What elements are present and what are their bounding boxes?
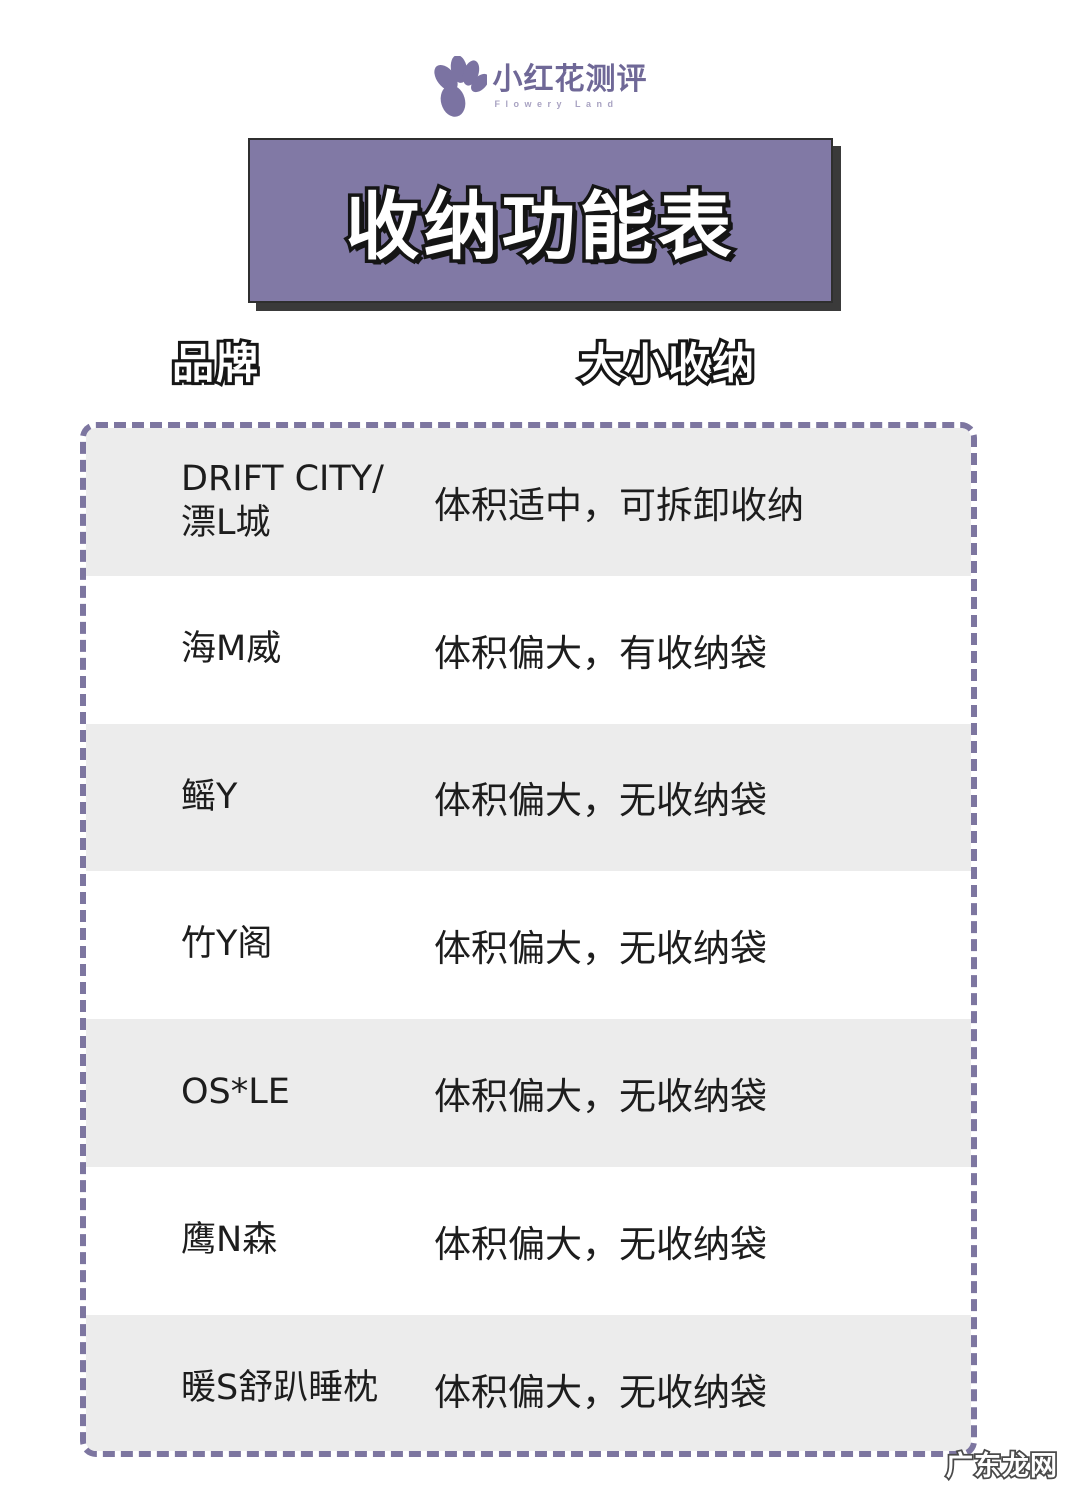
table-row: DRIFT CITY/漂L城 体积适中，可拆卸收纳 [86, 428, 971, 576]
title-banner: 收纳功能表 [248, 138, 833, 303]
cell-feature: 体积偏大，有收纳袋 [434, 631, 767, 675]
table-row: 竹Y阁 体积偏大，无收纳袋 [86, 871, 971, 1020]
cell-brand: 竹Y阁 [181, 924, 273, 965]
table-row: 鳐Y 体积偏大，无收纳袋 [86, 723, 971, 872]
cell-brand: 鹰N森 [181, 1220, 278, 1260]
table-row: 暖S舒趴睡枕 体积偏大，无收纳袋 [86, 1314, 971, 1451]
table-row: 海M威 体积偏大，有收纳袋 [86, 575, 971, 724]
flower-logo-icon [433, 56, 487, 118]
column-header-brand: 品牌 [169, 336, 261, 391]
cell-feature: 体积偏大，无收纳袋 [434, 1370, 767, 1414]
page-title: 收纳功能表 [342, 181, 736, 274]
cell-brand: OS*LE [181, 1072, 290, 1113]
brand-logo: 小红花测评 Flowery Land [0, 52, 1080, 122]
title-banner-wrapper: 收纳功能表 [248, 138, 841, 311]
table-row: OS*LE 体积偏大，无收纳袋 [86, 1019, 971, 1167]
cell-brand: DRIFT CITY/漂L城 [181, 459, 384, 543]
cell-feature: 体积偏大，无收纳袋 [434, 927, 767, 971]
cell-feature: 体积偏大，无收纳袋 [434, 779, 767, 823]
column-headers: 品牌 大小收纳 [80, 330, 976, 392]
cell-brand: 海M威 [181, 628, 282, 669]
brand-logo-text: 小红花测评 Flowery Land [493, 65, 648, 109]
feature-table: 小红花测评 Flowery Land 小红花测评 Flowery [80, 422, 977, 1457]
cell-feature: 体积适中，可拆卸收纳 [434, 483, 804, 527]
brand-name-en: Flowery Land [494, 99, 619, 109]
cell-brand: 鳐Y [181, 776, 238, 817]
cell-feature: 体积偏大，无收纳袋 [434, 1075, 767, 1119]
cell-feature: 体积偏大，无收纳袋 [434, 1222, 767, 1266]
table-rows: DRIFT CITY/漂L城 体积适中，可拆卸收纳 海M威 体积偏大，有收纳袋 … [86, 428, 971, 1451]
site-watermark: 广东龙网 [944, 1449, 1059, 1484]
cell-brand: 暖S舒趴睡枕 [181, 1367, 379, 1408]
table-row: 鹰N森 体积偏大，无收纳袋 [86, 1166, 971, 1315]
column-header-feature: 大小收纳 [577, 336, 757, 391]
brand-name-cn: 小红花测评 [492, 62, 648, 97]
